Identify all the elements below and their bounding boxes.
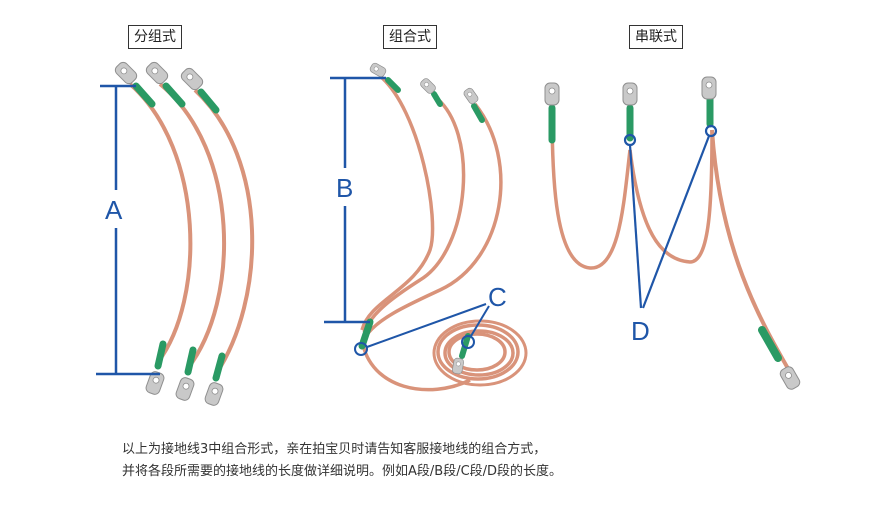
label-b: B — [336, 173, 353, 203]
label-c: C — [488, 282, 507, 312]
caption-line-1: 以上为接地线3中组合形式，亲在拍宝贝时请告知客服接地线的组合方式， — [122, 442, 547, 457]
series-wires — [544, 76, 803, 392]
callout-c — [354, 303, 490, 356]
label-d: D — [631, 316, 650, 346]
callout-d — [623, 124, 718, 309]
grouped-wires — [112, 59, 255, 408]
dimension-a — [96, 84, 160, 376]
section-title-combined: 组合式 — [383, 25, 437, 49]
section-title-series: 串联式 — [629, 25, 683, 49]
dimension-b — [324, 76, 386, 324]
label-a: A — [105, 195, 123, 225]
caption-line-2: 并将各段所需要的接地线的长度做详细说明。例如A段/B段/C段/D段的长度。 — [122, 464, 563, 479]
section-title-grouped: 分组式 — [128, 25, 182, 49]
